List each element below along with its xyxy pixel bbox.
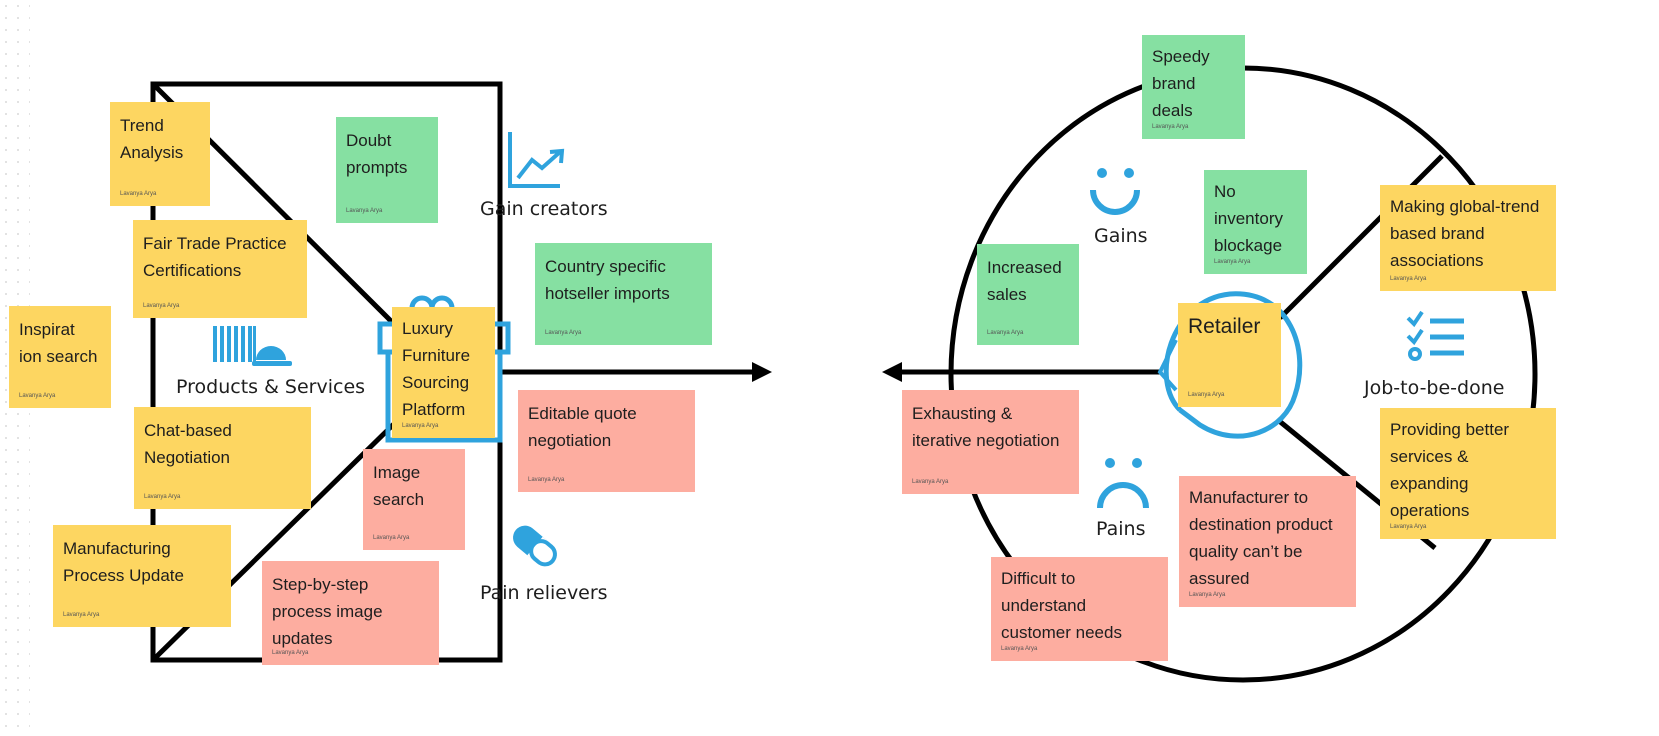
sticky-text: Chat-based Negotiation [144,421,232,467]
sticky-author: Lavanya Arya [346,208,383,214]
sticky-text: Manufacturing Process Update [63,539,184,585]
pill-icon [513,525,562,572]
sticky-text: Editable quote negotiation [528,404,637,450]
products-services-icon [213,326,292,366]
sticky-note[interactable]: Making global-trend based brand associat… [1380,185,1556,291]
checklist-icon [1406,310,1464,361]
sticky-author: Lavanya Arya [528,477,565,483]
label-pain-relievers: Pain relievers [480,582,608,604]
sticky-author: Lavanya Arya [1001,646,1038,652]
sticky-author: Lavanya Arya [1152,124,1189,130]
sticky-author: Lavanya Arya [144,494,181,500]
sticky-text: No inventory blockage [1214,182,1283,255]
sticky-author: Lavanya Arya [912,479,949,485]
sticky-text: Country specific hotseller imports [545,257,670,303]
sticky-text: Luxury Furniture Sourcing Platform [402,319,471,419]
sticky-text: Making global-trend based brand associat… [1390,197,1540,270]
arrow-right [752,362,772,382]
sticky-text: Difficult to understand customer needs [1001,569,1122,642]
sticky-text: Increased sales [987,258,1062,304]
label-pains: Pains [1096,518,1146,540]
sticky-text: Doubt prompts [346,131,408,177]
label-job-to-be-done: Job-to-be-done [1364,377,1505,399]
sticky-author: Lavanya Arya [63,612,100,618]
sticky-note[interactable]: Manufacturer to destination product qual… [1179,476,1356,607]
sticky-author: Lavanya Arya [120,191,157,197]
sticky-text: Image search [373,463,425,509]
sticky-author: Lavanya Arya [402,423,439,429]
sticky-text: Fair Trade Practice Certifications [143,234,287,280]
head-icon [1163,291,1303,439]
sticky-author: Lavanya Arya [1390,276,1427,282]
chart-up-icon [508,132,565,188]
sticky-text: Manufacturer to destination product qual… [1189,488,1333,588]
sticky-author: Lavanya Arya [545,330,582,336]
sticky-author: Lavanya Arya [373,535,410,541]
head-nose [1157,339,1178,392]
label-gain-creators: Gain creators [480,198,608,220]
sticky-text: Speedy brand deals [1152,47,1210,120]
sticky-author: Lavanya Arya [1214,259,1251,265]
sticky-author: Lavanya Arya [143,303,180,309]
sticky-author: Lavanya Arya [1188,392,1225,398]
smile-icon [1090,168,1140,215]
sticky-text: Providing better services & expanding op… [1390,420,1510,520]
sticky-text: Trend Analysis [120,116,184,162]
sticky-author: Lavanya Arya [1189,592,1226,598]
frown-icon [1097,458,1149,509]
sticky-text: Step-by-step process image updates [272,575,383,648]
sticky-author: Lavanya Arya [1390,524,1427,530]
sticky-note[interactable]: Providing better services & expanding op… [1380,408,1556,539]
label-gains: Gains [1094,225,1148,247]
sticky-text: Inspirat ion search [19,320,98,366]
sticky-author: Lavanya Arya [987,330,1024,336]
sticky-author: Lavanya Arya [272,650,309,656]
arrow-left [882,362,902,382]
label-products-services: Products & Services [176,376,366,398]
sticky-text: Retailer [1188,315,1261,338]
sticky-author: Lavanya Arya [19,393,56,399]
sticky-text: Exhausting & iterative negotiation [912,404,1060,450]
